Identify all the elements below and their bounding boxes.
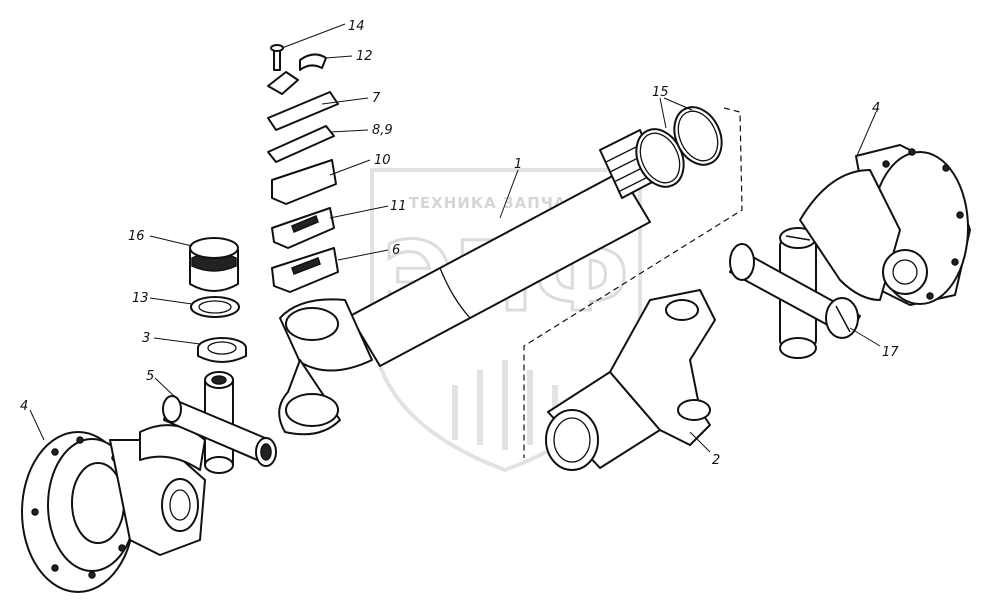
callout-labels: 14 12 7 8,9 10 11 6 1 15 16 13 3 5 4 4 1…: [20, 19, 899, 468]
watermark-emblem: [452, 360, 558, 450]
universal-joint-cross-right: [729, 227, 861, 359]
plate-stack: [267, 44, 339, 293]
callout-11: 11: [390, 199, 407, 214]
universal-joint-cross-left: [162, 371, 277, 474]
flange-yoke-right: [799, 144, 971, 306]
callout-4-left: 4: [20, 399, 28, 414]
o-rings: [523, 106, 743, 458]
callout-2: 2: [712, 453, 720, 468]
sliding-yoke: [545, 289, 716, 471]
callout-4-right: 4: [872, 101, 880, 116]
callout-3: 3: [142, 331, 150, 346]
callout-7: 7: [372, 91, 381, 106]
callout-17: 17: [882, 345, 899, 360]
callout-8-9: 8,9: [372, 123, 393, 138]
shaft: [278, 129, 661, 436]
flange-yoke-left: [21, 424, 206, 593]
bearing-stack-left: [189, 237, 247, 363]
callout-14: 14: [348, 19, 365, 34]
callout-15: 15: [652, 85, 669, 100]
callout-1: 1: [514, 157, 522, 172]
callout-5: 5: [146, 369, 154, 384]
callout-10: 10: [374, 153, 391, 168]
callout-16: 16: [128, 229, 145, 244]
leader-lines: [29, 23, 881, 453]
callout-6: 6: [392, 243, 400, 258]
callout-13: 13: [132, 291, 149, 306]
callout-12: 12: [356, 49, 373, 64]
